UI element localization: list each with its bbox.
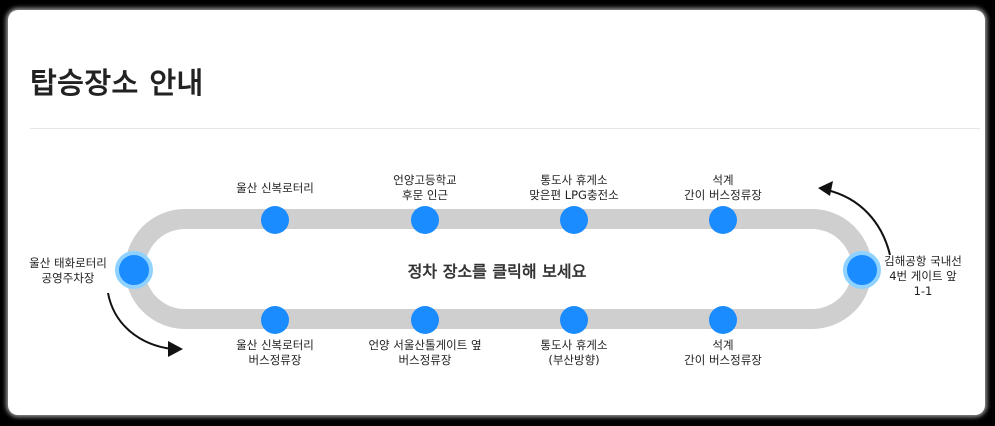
stop-top-2-line2: 후문 인근: [402, 188, 448, 202]
stop-top-4-line1: 석계: [712, 173, 734, 187]
stop-bottom-4[interactable]: [709, 306, 737, 334]
stop-bottom-2[interactable]: [411, 306, 439, 334]
stop-bottom-1-line2: 버스정류장: [248, 353, 302, 367]
stop-end-terminal[interactable]: [843, 251, 881, 289]
stop-top-2[interactable]: [411, 206, 439, 234]
stop-bottom-3[interactable]: [560, 306, 588, 334]
stop-bottom-1[interactable]: [261, 306, 289, 334]
stop-top-2-label: 언양고등학교 후문 인근: [393, 173, 456, 203]
depart-arrow: [107, 292, 173, 350]
stop-bottom-3-line1: 통도사 휴게소: [540, 338, 608, 352]
stop-bottom-1-line1: 울산 신복로터리: [236, 338, 314, 352]
stop-end-line2: 4번 게이트 앞: [889, 269, 957, 283]
route-hint: 정차 장소를 클릭해 보세요: [407, 262, 587, 281]
stop-bottom-1-label: 울산 신복로터리 버스정류장: [236, 338, 314, 368]
stop-start-label: 울산 태화로터리 공영주차장: [29, 256, 107, 286]
stop-bottom-4-line1: 석계: [712, 338, 734, 352]
return-arrow-head: [818, 181, 833, 196]
stop-top-2-line1: 언양고등학교: [393, 173, 457, 187]
stop-end-line1: 김해공항 국내선: [884, 254, 962, 268]
stop-top-4-label: 석계 간이 버스정류장: [684, 173, 762, 203]
page-title: 탑승장소 안내: [30, 66, 204, 100]
stop-start-terminal[interactable]: [115, 251, 153, 289]
stop-top-4[interactable]: [709, 206, 737, 234]
stop-top-3[interactable]: [560, 206, 588, 234]
stop-end-line3: 1-1: [913, 284, 933, 298]
title-divider: [30, 128, 980, 129]
stop-start-line2: 공영주차장: [41, 271, 95, 285]
stop-end-label: 김해공항 국내선 4번 게이트 앞 1-1: [884, 254, 962, 299]
return-arrow: [826, 189, 891, 256]
stop-bottom-2-line2: 버스정류장: [398, 353, 452, 367]
stop-top-3-line2: 맞은편 LPG충전소: [529, 188, 619, 202]
stop-top-1-line1: 울산 신복로터리: [236, 181, 314, 195]
stop-top-4-line2: 간이 버스정류장: [684, 188, 762, 202]
stop-top-3-label: 통도사 휴게소 맞은편 LPG충전소: [529, 173, 618, 203]
stop-bottom-3-label: 통도사 휴게소 (부산방향): [540, 338, 607, 368]
stop-top-1[interactable]: [261, 206, 289, 234]
stop-bottom-2-line1: 언양 서울산톨게이트 옆: [368, 338, 482, 352]
stop-top-3-line1: 통도사 휴게소: [540, 173, 608, 187]
stop-bottom-4-line2: 간이 버스정류장: [684, 353, 762, 367]
stop-bottom-3-line2: (부산방향): [548, 353, 600, 367]
stop-top-1-label: 울산 신복로터리: [236, 181, 314, 196]
depart-arrow-head: [168, 341, 183, 357]
stop-bottom-2-label: 언양 서울산톨게이트 옆 버스정류장: [368, 338, 481, 368]
stop-start-line1: 울산 태화로터리: [29, 256, 107, 270]
stop-bottom-4-label: 석계 간이 버스정류장: [684, 338, 762, 368]
